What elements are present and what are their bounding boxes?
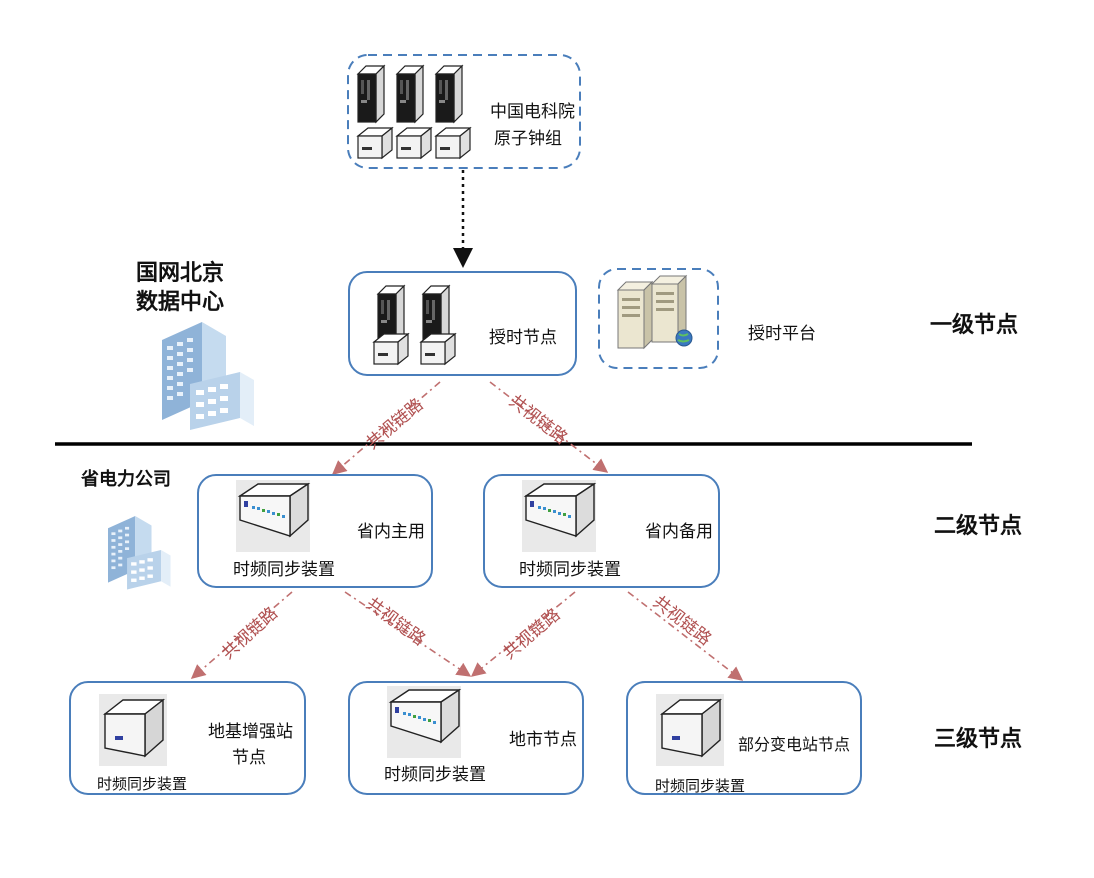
atomic-clock-group: 中国电科院 原子钟组 bbox=[347, 54, 581, 169]
atomic-clock-module-icon bbox=[396, 127, 432, 159]
level2-label: 二级节点 bbox=[934, 513, 1022, 539]
sync-device-icon bbox=[655, 693, 725, 767]
link-timing-to-backup bbox=[489, 381, 609, 473]
atomic-clock-module-icon bbox=[435, 127, 471, 159]
timing-module-icon bbox=[420, 333, 456, 365]
platform-server-icon bbox=[617, 281, 653, 349]
ground-station-border bbox=[69, 681, 306, 795]
ground-station-node: 地基增强站 节点 时频同步装置 bbox=[69, 681, 306, 795]
atomic-clock-server-icon bbox=[396, 65, 424, 123]
timing-platform-label: 授时平台 bbox=[748, 324, 816, 344]
province-main-node: 省内主用 时频同步装置 bbox=[197, 474, 433, 588]
timing-node-border bbox=[348, 271, 577, 376]
province-company: 省电力公司 bbox=[80, 468, 171, 590]
link-label: 共视链路 bbox=[649, 592, 715, 650]
timing-node-label: 授时节点 bbox=[489, 328, 557, 348]
province-main-label: 省内主用 bbox=[357, 522, 425, 542]
province-building-icon bbox=[108, 516, 171, 590]
atomic-clock-label-line1: 中国电科院 bbox=[490, 102, 575, 122]
substation-border bbox=[626, 681, 862, 795]
city-node-label: 地市节点 bbox=[509, 730, 577, 750]
atomic-clock-label-line2: 原子钟组 bbox=[494, 129, 562, 149]
substation-label: 部分变电站节点 bbox=[738, 735, 850, 754]
datacenter-label-line2: 数据中心 bbox=[136, 289, 224, 315]
link-label: 共视链路 bbox=[218, 603, 282, 663]
province-backup-label: 省内备用 bbox=[645, 522, 713, 542]
link-timing-to-main bbox=[331, 381, 441, 475]
sync-device-icon bbox=[521, 479, 597, 553]
timing-module-icon bbox=[373, 333, 409, 365]
province-backup-border bbox=[483, 474, 720, 588]
ground-station-label-line2: 节点 bbox=[232, 748, 266, 768]
datacenter-building-icon bbox=[162, 322, 254, 430]
substation-device-label: 时频同步装置 bbox=[655, 777, 745, 795]
link-label: 共视链路 bbox=[505, 391, 571, 449]
province-backup-node: 省内备用 时频同步装置 bbox=[483, 474, 720, 588]
timing-node: 授时节点 bbox=[348, 271, 577, 376]
level1-label: 一级节点 bbox=[930, 312, 1018, 338]
city-node-device-label: 时频同步装置 bbox=[384, 765, 486, 785]
city-node-border bbox=[348, 681, 584, 795]
sync-device-icon bbox=[386, 685, 462, 759]
substation-node: 部分变电站节点 时频同步装置 bbox=[626, 681, 862, 795]
ground-station-device-label: 时频同步装置 bbox=[97, 775, 187, 793]
province-main-device-label: 时频同步装置 bbox=[233, 560, 335, 580]
globe-icon bbox=[675, 329, 693, 347]
link-main-to-city bbox=[344, 591, 472, 677]
link-main-to-ground bbox=[190, 591, 293, 679]
city-node: 地市节点 时频同步装置 bbox=[348, 681, 584, 795]
datacenter-label-line1: 国网北京 bbox=[136, 260, 224, 286]
beijing-datacenter: 国网北京 数据中心 bbox=[136, 260, 254, 430]
atomic-clock-module-icon bbox=[357, 127, 393, 159]
ground-station-label-line1: 地基增强站 bbox=[208, 722, 293, 742]
level3-label: 三级节点 bbox=[934, 726, 1022, 752]
sync-device-icon bbox=[98, 693, 168, 767]
atomic-clock-group-border bbox=[347, 54, 581, 169]
link-backup-to-substation bbox=[627, 591, 744, 681]
link-backup-to-city bbox=[470, 591, 576, 677]
timing-platform-border bbox=[598, 268, 719, 369]
province-company-label: 省电力公司 bbox=[80, 468, 171, 490]
province-backup-device-label: 时频同步装置 bbox=[519, 560, 621, 580]
link-label: 共视链路 bbox=[362, 594, 429, 650]
timing-platform: 授时平台 bbox=[598, 268, 816, 369]
province-main-border bbox=[197, 474, 433, 588]
atomic-clock-server-icon bbox=[435, 65, 463, 123]
sync-device-icon bbox=[235, 479, 311, 553]
atomic-clock-server-icon bbox=[357, 65, 385, 123]
link-label: 共视链路 bbox=[499, 605, 564, 664]
